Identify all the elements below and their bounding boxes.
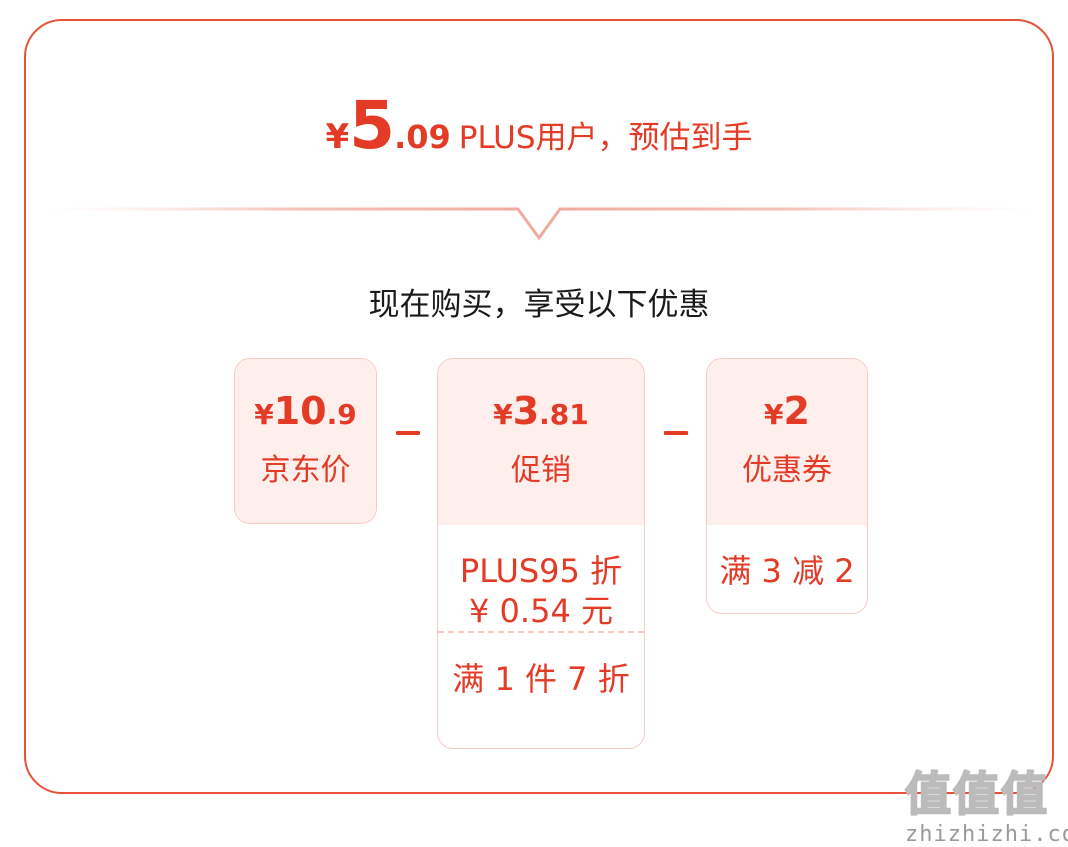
coupon-amount: ¥2	[764, 389, 810, 433]
jd-price-box: ¥10.9 京东价	[234, 358, 377, 524]
dashed-separator	[438, 631, 644, 633]
promotion-label: 促销	[511, 453, 571, 488]
jd-price-amount: ¥10.9	[254, 389, 357, 433]
jd-price-label: 京东价	[260, 453, 351, 488]
coupon-rule-item: 满 3 减 2	[719, 552, 855, 590]
headline-price-decimal: .09	[394, 118, 451, 156]
coupon-box: ¥2 优惠券 满 3 减 2	[706, 358, 868, 614]
offers-subtitle: 现在购买，享受以下优惠	[368, 287, 710, 323]
headline-plus-label: PLUS用户，预估到手	[458, 120, 753, 156]
headline-price-integer: 5	[349, 87, 395, 164]
plus-discount-item: PLUS95 折 ¥ 0.54 元	[459, 552, 623, 630]
watermark-logo: 值值值	[904, 766, 1049, 822]
headline-currency: ¥	[325, 117, 350, 157]
quantity-discount-item: 满 1 件 7 折	[452, 660, 630, 698]
site-watermark: 值值值 zhizhizhi.com	[904, 758, 1068, 847]
coupon-label: 优惠券	[742, 453, 832, 488]
minus-sign	[396, 431, 420, 435]
promotion-amount: ¥3.81	[493, 389, 589, 433]
promotion-box: ¥3.81 促销 PLUS95 折 ¥ 0.54 元 满 1 件 7 折	[437, 358, 645, 749]
watermark-url: zhizhizhi.com	[905, 822, 1068, 847]
minus-sign	[664, 431, 688, 435]
pointer-divider	[46, 207, 1036, 241]
